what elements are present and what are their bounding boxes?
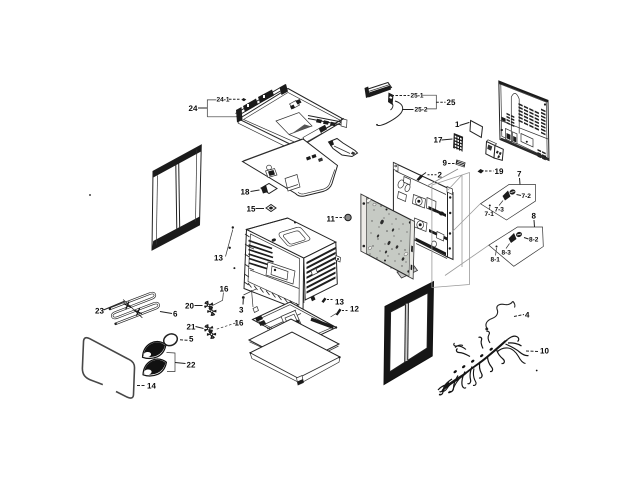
svg-text:7-2: 7-2 xyxy=(522,193,532,200)
svg-text:20: 20 xyxy=(185,302,194,311)
svg-text:22: 22 xyxy=(187,361,196,370)
svg-text:8-2: 8-2 xyxy=(529,237,539,244)
svg-text:13: 13 xyxy=(335,298,344,307)
svg-text:5: 5 xyxy=(189,335,194,344)
svg-text:25-2: 25-2 xyxy=(415,107,428,114)
svg-text:7-1: 7-1 xyxy=(485,211,495,218)
svg-text:8: 8 xyxy=(532,212,537,221)
svg-text:8-3: 8-3 xyxy=(502,250,512,257)
svg-text:11: 11 xyxy=(327,215,336,224)
svg-text:24-1: 24-1 xyxy=(217,97,230,104)
svg-text:7: 7 xyxy=(517,170,522,179)
svg-text:18: 18 xyxy=(241,188,250,197)
svg-text:10: 10 xyxy=(540,347,549,356)
svg-text:25: 25 xyxy=(447,98,456,107)
svg-text:15: 15 xyxy=(247,205,256,214)
svg-text:3: 3 xyxy=(239,306,244,315)
svg-text:1: 1 xyxy=(455,120,460,129)
svg-text:9: 9 xyxy=(443,159,448,168)
svg-text:2: 2 xyxy=(438,171,443,180)
svg-text:16: 16 xyxy=(235,319,244,328)
svg-text:21: 21 xyxy=(187,323,196,332)
svg-text:4: 4 xyxy=(525,311,530,320)
svg-text:12: 12 xyxy=(350,305,359,314)
svg-text:23: 23 xyxy=(95,307,104,316)
svg-text:6: 6 xyxy=(173,310,178,319)
svg-text:13: 13 xyxy=(214,254,223,263)
svg-text:14: 14 xyxy=(147,382,156,391)
svg-text:16: 16 xyxy=(220,285,229,294)
svg-text:17: 17 xyxy=(434,136,443,145)
svg-text:8-1: 8-1 xyxy=(491,257,501,264)
svg-text:24: 24 xyxy=(189,104,198,113)
svg-text:19: 19 xyxy=(495,167,504,176)
svg-text:25-1: 25-1 xyxy=(411,93,424,100)
svg-text:7-3: 7-3 xyxy=(495,207,505,214)
